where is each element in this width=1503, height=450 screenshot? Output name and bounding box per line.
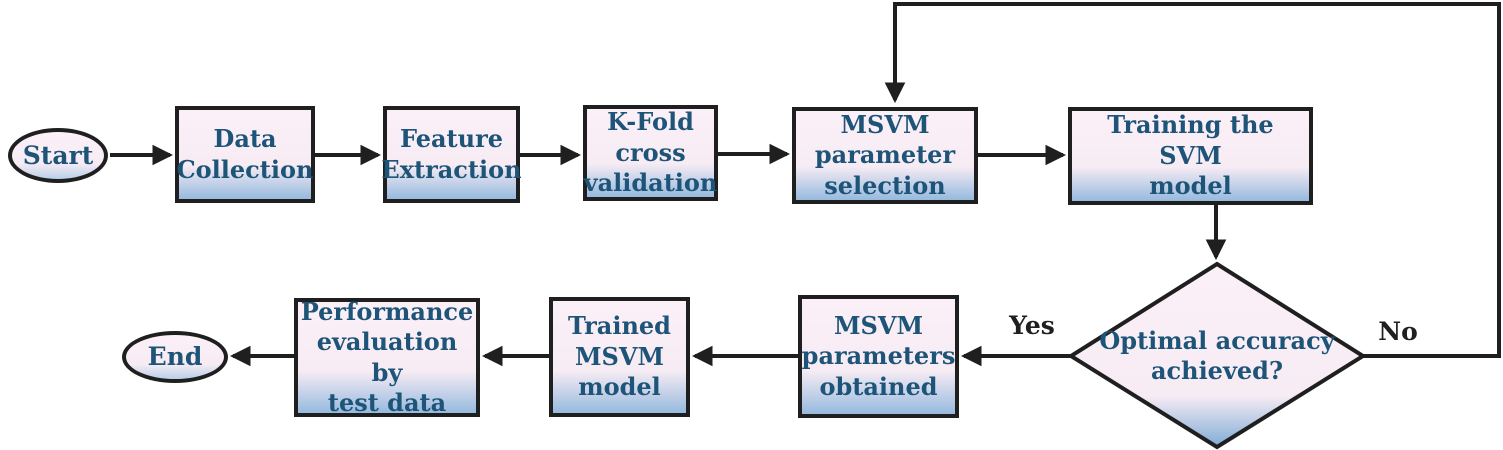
node-optimal-accuracy-decision-shape (1067, 261, 1367, 450)
node-trained-msvm-model-label: Trained MSVM model (568, 311, 671, 402)
node-data-collection: Data Collection (175, 106, 315, 203)
node-trained-msvm-model: Trained MSVM model (549, 297, 690, 417)
node-end: End (122, 331, 228, 383)
node-feature-extraction: Feature Extraction (381, 106, 522, 203)
node-training-svm-model-label: Training the SVM model (1107, 110, 1274, 201)
node-msvm-parameters-obtained-label: MSVM parameters obtained (801, 310, 956, 401)
node-msvm-parameters-obtained: MSVM parameters obtained (798, 295, 959, 418)
node-start-label: Start (22, 140, 94, 170)
edge-no-loop (884, 2, 1501, 358)
node-kfold-cross-validation-label: K-Fold cross validation (583, 107, 718, 198)
node-kfold-cross-validation: K-Fold cross validation (583, 105, 718, 201)
edge-label-yes: Yes (1009, 310, 1055, 340)
edge-label-no: No (1378, 316, 1418, 346)
node-msvm-parameter-selection-label: MSVM parameter selection (814, 109, 956, 200)
node-performance-evaluation-label: Performance evaluation by test data (300, 296, 474, 417)
node-data-collection-label: Data Collection (176, 124, 314, 184)
node-end-label: End (147, 342, 203, 372)
decision-label-text: Optimal accuracy achieved? (1099, 325, 1335, 385)
node-msvm-parameter-selection: MSVM parameter selection (792, 107, 978, 204)
node-training-svm-model: Training the SVM model (1068, 107, 1313, 205)
node-optimal-accuracy-decision-label: Optimal accuracy achieved? (1097, 310, 1337, 402)
node-feature-extraction-label: Feature Extraction (381, 124, 522, 184)
node-performance-evaluation: Performance evaluation by test data (294, 296, 480, 417)
node-start: Start (8, 128, 108, 183)
